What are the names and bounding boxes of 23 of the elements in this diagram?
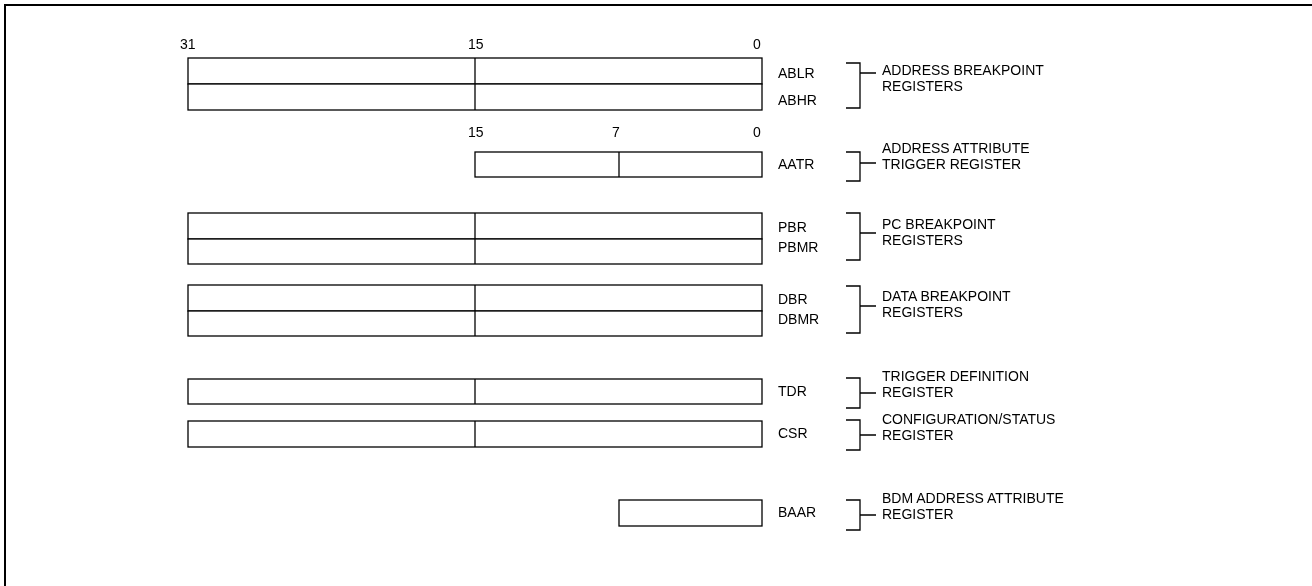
register-description: DATA BREAKPOINT REGISTERS [882, 288, 1012, 320]
register-name: DBMR [778, 311, 820, 327]
bit-number: 15 [468, 36, 484, 52]
bit-number: 0 [753, 36, 761, 52]
bit-number: 0 [753, 124, 761, 140]
register-name: BAAR [778, 504, 817, 520]
bit-number: 7 [612, 124, 620, 140]
register-name: PBR [778, 219, 807, 235]
register-name: PBMR [778, 239, 819, 255]
register-name: CSR [778, 425, 808, 441]
bit-number: 15 [468, 124, 484, 140]
register-description: TRIGGER DEFINITION REGISTER [882, 368, 1030, 400]
register-description: ADDRESS BREAKPOINT REGISTERS [882, 62, 1045, 94]
register-description: ADDRESS ATTRIBUTE TRIGGER REGISTER [882, 140, 1031, 172]
register-name: ABLR [778, 65, 815, 81]
register-name: TDR [778, 383, 807, 399]
register-name: ABHR [778, 92, 817, 108]
register-description: BDM ADDRESS ATTRIBUTE REGISTER [882, 490, 1064, 522]
register-name: DBR [778, 291, 808, 307]
register-name: AATR [778, 156, 815, 172]
register-description: CONFIGURATION/STATUS REGISTER [882, 411, 1057, 443]
bit-number: 31 [180, 36, 196, 52]
register-description: PC BREAKPOINT REGISTERS [882, 216, 997, 248]
